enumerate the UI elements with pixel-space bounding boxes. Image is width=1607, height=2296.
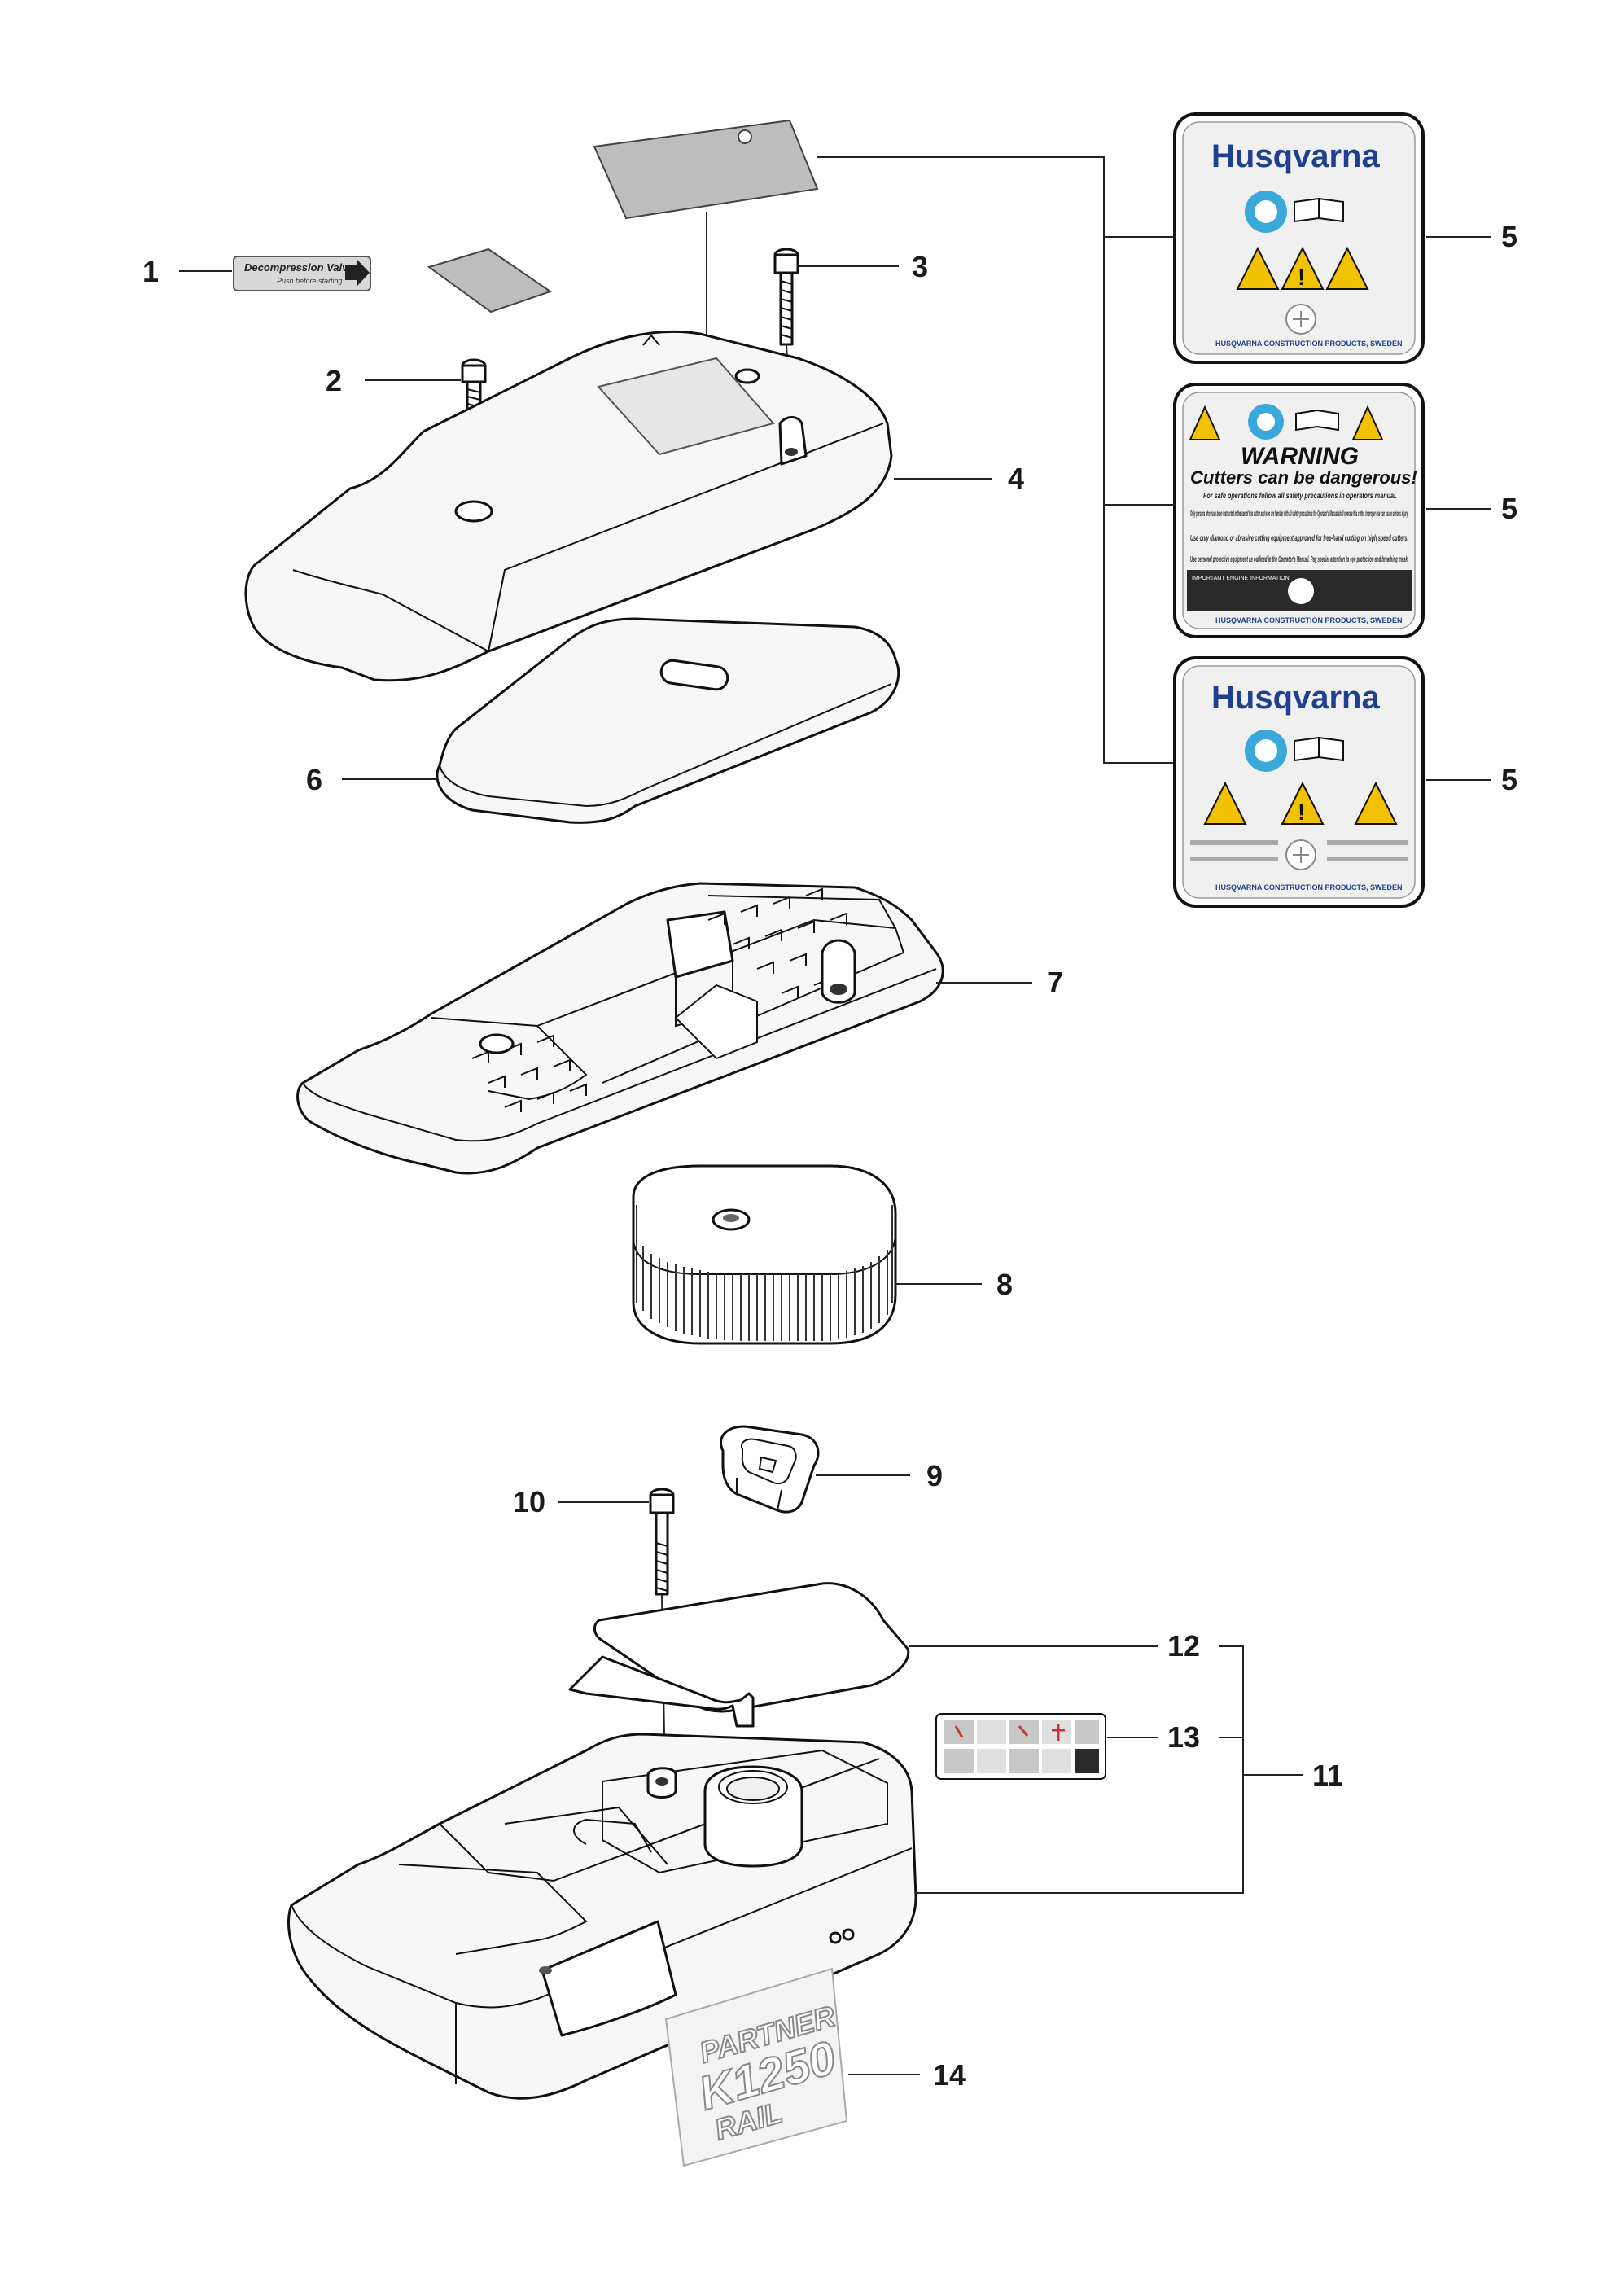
valve-label-title: Decompression Valve — [244, 261, 354, 274]
svg-text:!: ! — [1298, 800, 1305, 825]
part-6-foam-pad — [436, 617, 900, 824]
part-11-lower-housing — [287, 1733, 917, 2100]
decal-top-brand: Husqvarna — [1211, 138, 1380, 174]
part-5-decal-warning: WARNING Cutters can be dangerous! For sa… — [1173, 383, 1425, 638]
caution-warning-icon — [1281, 246, 1325, 290]
part-9-grommet — [720, 1425, 820, 1514]
callout-5b: 5 — [1501, 492, 1517, 525]
caution-warning-icon — [1281, 781, 1325, 825]
bystander-warning-icon — [1354, 781, 1398, 825]
callout-5c: 5 — [1501, 763, 1517, 796]
callout-4: 4 — [1008, 462, 1024, 495]
callout-2: 2 — [326, 364, 342, 397]
callout-5a: 5 — [1501, 220, 1517, 253]
part-13-instruction-decal — [935, 1713, 1106, 1780]
part-8-air-filter — [632, 1164, 897, 1345]
decal-top-footer: HUSQVARNA CONSTRUCTION PRODUCTS, SWEDEN — [1215, 340, 1403, 348]
decal-warning-footer: HUSQVARNA CONSTRUCTION PRODUCTS, SWEDEN — [1215, 616, 1403, 624]
warning-lead: For safe operations follow all safety pr… — [1203, 492, 1397, 501]
svg-text:!: ! — [1298, 265, 1305, 290]
warning-bullet-3: Use personal protective equipment as out… — [1190, 555, 1408, 564]
callout-14: 14 — [933, 2058, 966, 2092]
part-14-model-decal: PARTNER K1250 RAIL — [664, 1967, 848, 2167]
valve-label-subtitle: Push before starting — [277, 277, 343, 285]
part-5-decal-husqvarna-top: Husqvarna ! HUSQVARNA CONSTRUCTION PRODU… — [1173, 112, 1425, 364]
kickback-warning-icon — [1236, 246, 1280, 290]
callout-13: 13 — [1167, 1720, 1200, 1754]
part-4-top-cover — [244, 330, 893, 682]
kickback-warning-icon — [1203, 781, 1247, 825]
part-10-screw — [649, 1488, 675, 1784]
part-5-decal-husqvarna-bottom: Husqvarna ! HUSQVARNA CONSTRUCTION PRODU… — [1173, 656, 1425, 908]
bystander-warning-icon — [1351, 405, 1384, 440]
callout-6: 6 — [306, 763, 322, 796]
part-7-filter-housing — [296, 882, 944, 1175]
part-12-gaskets — [568, 1582, 910, 1728]
callout-7: 7 — [1047, 966, 1063, 999]
callout-8: 8 — [996, 1268, 1013, 1301]
top-blank-decal — [593, 119, 819, 403]
warning-bullet-1: Only persons who have been instructed in… — [1190, 510, 1408, 519]
warning-subtitle: Cutters can be dangerous! — [1190, 467, 1417, 488]
warning-title: WARNING — [1241, 443, 1359, 470]
decal-bottom-brand: Husqvarna — [1211, 680, 1380, 716]
filter-pleats — [636, 1205, 893, 1341]
kickback-warning-icon — [1189, 405, 1221, 440]
decal-bottom-footer: HUSQVARNA CONSTRUCTION PRODUCTS, SWEDEN — [1215, 883, 1403, 892]
callout-3: 3 — [912, 250, 928, 283]
manual-book-icon — [1295, 409, 1339, 432]
callout-1: 1 — [142, 255, 159, 288]
callout-12: 12 — [1167, 1629, 1200, 1663]
part-1-decompression-label: Decompression Valve Push before starting — [233, 248, 553, 313]
part-3-long-screw — [773, 248, 799, 453]
bystander-warning-icon — [1325, 246, 1369, 290]
callout-11: 11 — [1312, 1759, 1343, 1792]
callout-10: 10 — [513, 1485, 545, 1518]
callout-9: 9 — [926, 1459, 943, 1492]
engine-info-label: IMPORTANT ENGINE INFORMATION — [1192, 576, 1290, 581]
warning-bullet-2: Use only diamond or abrasive cutting equ… — [1190, 534, 1408, 543]
